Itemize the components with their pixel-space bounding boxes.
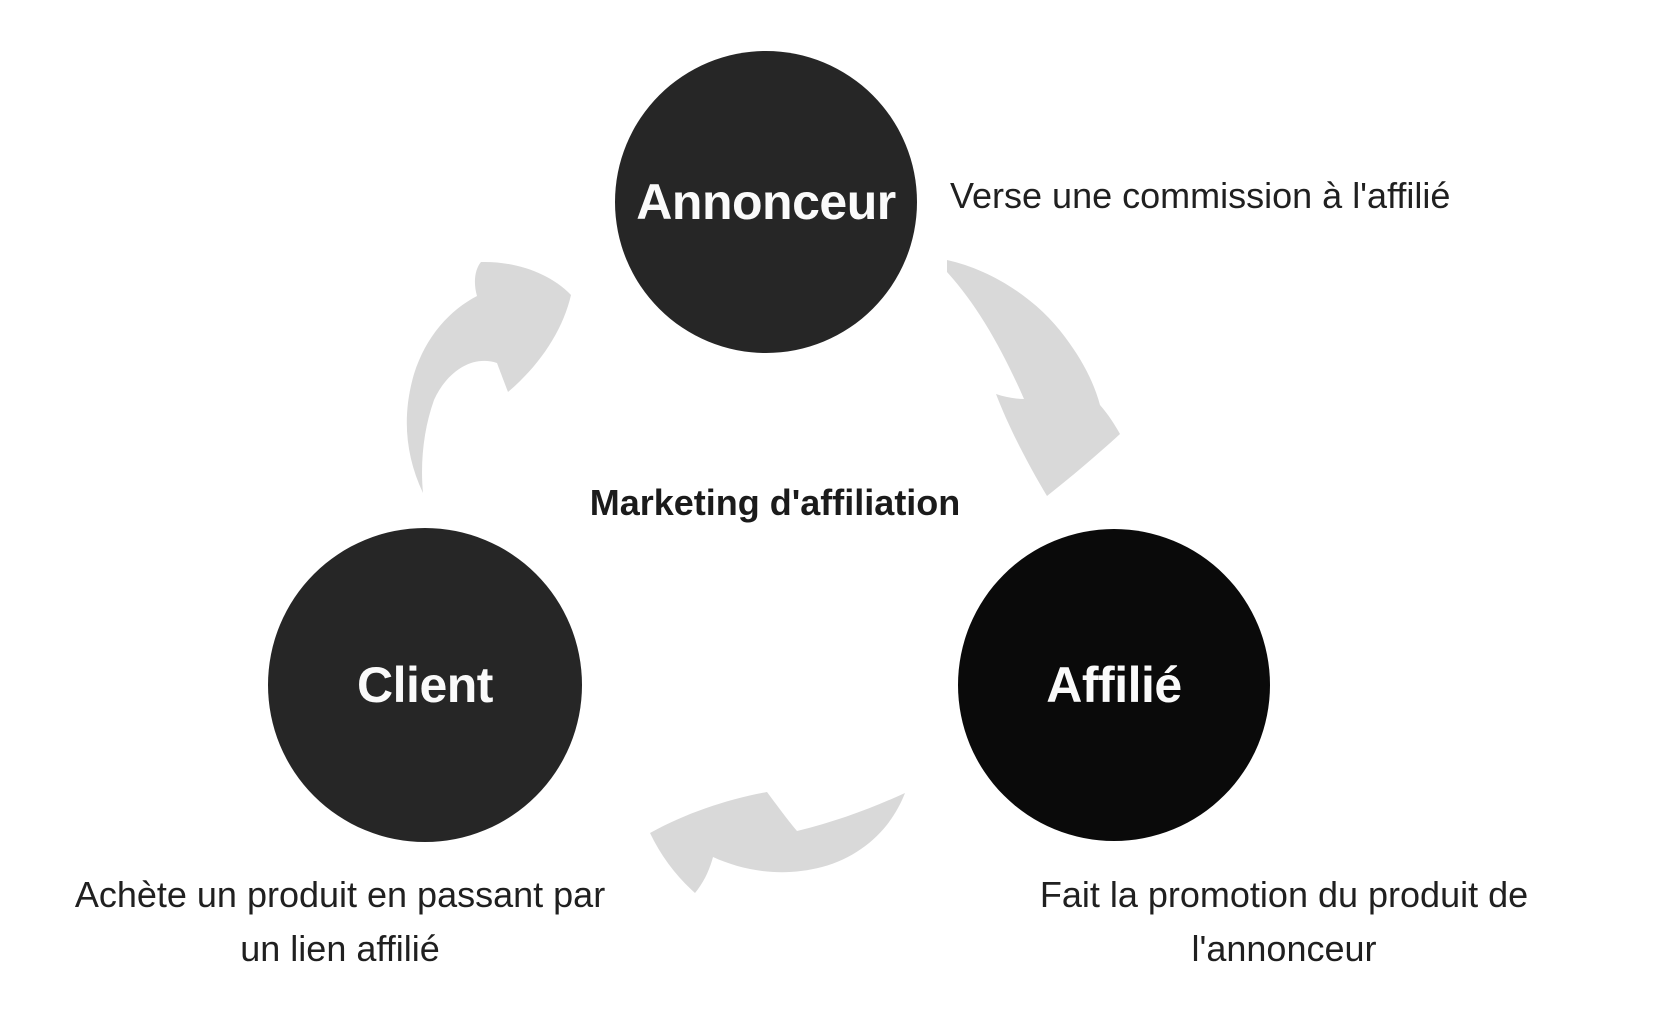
node-client: Client — [268, 528, 582, 842]
caption-client: Achète un produit en passant par un lien… — [30, 868, 650, 976]
caption-affilie-line-1: Fait la promotion du produit de — [1039, 874, 1529, 915]
caption-client-line-1: Achète un produit en passant par — [74, 874, 606, 915]
caption-affilie: Fait la promotion du produit de l'annonc… — [954, 868, 1614, 976]
client-to-annonceur-arrow — [406, 261, 571, 493]
affilie-to-client-arrow — [650, 792, 905, 893]
node-annonceur-label: Annonceur — [636, 174, 896, 230]
caption-annonceur-line: Verse une commission à l'affilié — [950, 175, 1451, 216]
node-client-label: Client — [357, 657, 493, 713]
node-annonceur: Annonceur — [615, 51, 917, 353]
caption-client-line-2: un lien affilié — [240, 928, 440, 969]
diagram-title: Marketing d'affiliation — [589, 482, 961, 523]
node-affilie: Affilié — [958, 529, 1270, 841]
node-affilie-label: Affilié — [1046, 657, 1182, 713]
caption-affilie-line-2: l'annonceur — [1191, 928, 1377, 969]
annonceur-to-affilie-arrow — [947, 260, 1120, 496]
caption-annonceur: Verse une commission à l'affilié — [950, 172, 1450, 220]
